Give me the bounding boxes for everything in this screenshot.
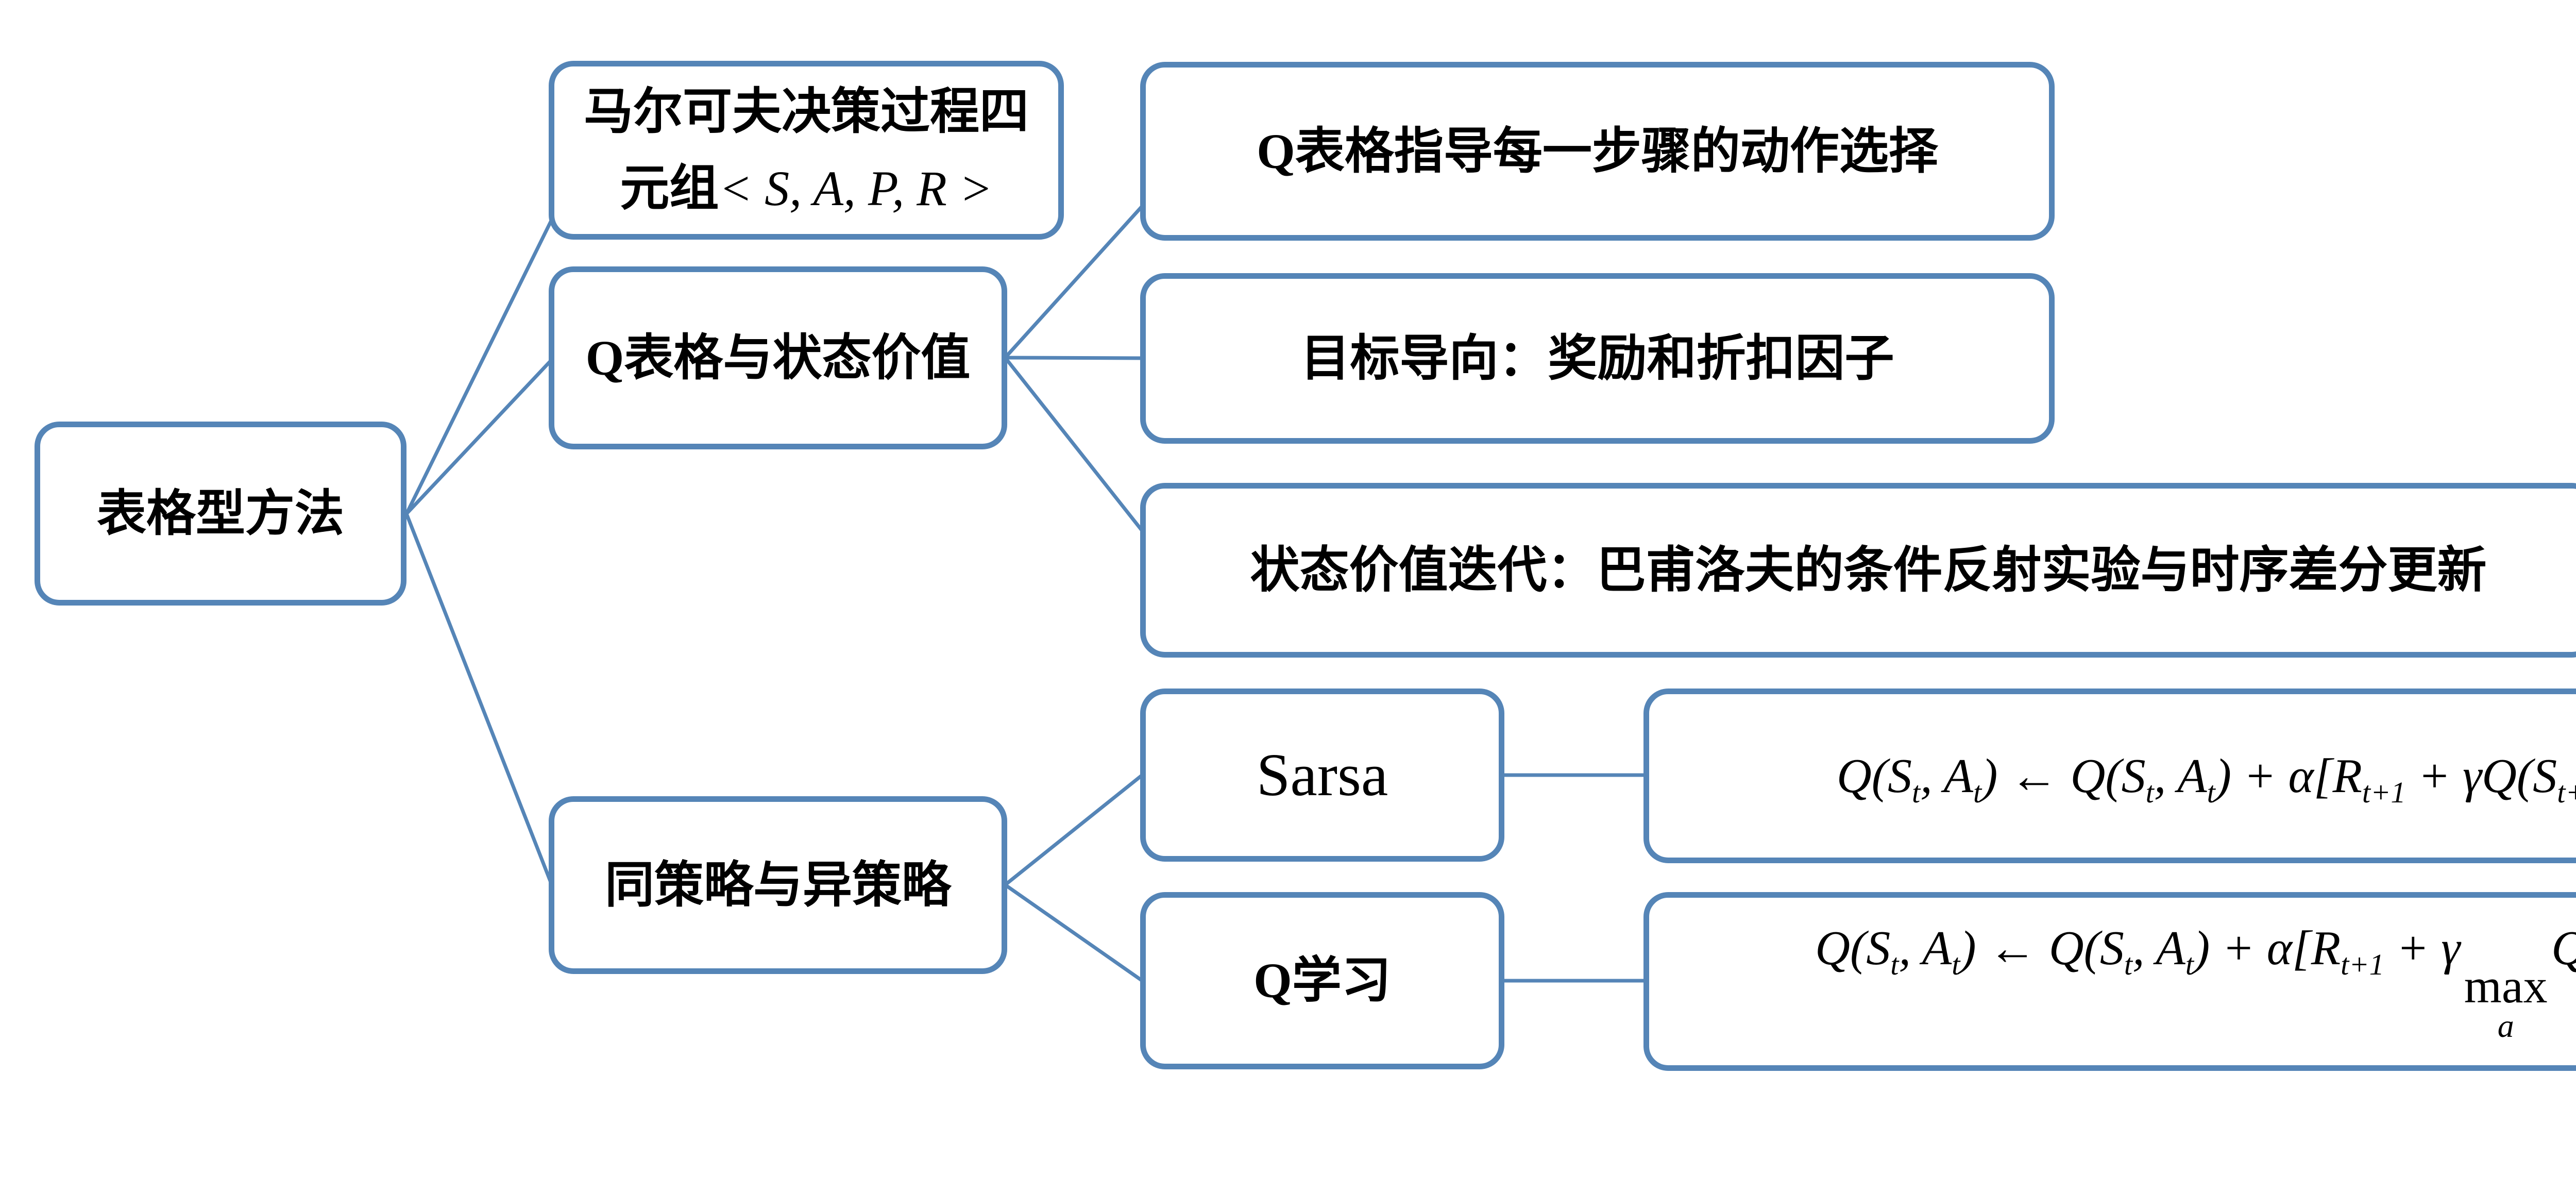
formula-pre: Q(St, At) ← Q(St, At) + α[Rt+1 + γ bbox=[1815, 921, 2461, 982]
node-label-line2: 元组< S, A, P, R > bbox=[620, 150, 992, 227]
node-tabular-methods[interactable]: 表格型方法 bbox=[35, 422, 406, 606]
q-learning-formula-text: Q(St, At) ← Q(St, At) + α[Rt+1 + γmaxaQ(… bbox=[1815, 920, 2576, 1043]
node-sarsa-update-formula[interactable]: Q(St, At) ← Q(St, At) + α[Rt+1 + γQ(St+1… bbox=[1643, 689, 2576, 863]
sarsa-formula-text: Q(St, At) ← Q(St, At) + α[Rt+1 + γQ(St+1… bbox=[1836, 749, 2576, 809]
node-label: 状态价值迭代：巴甫洛夫的条件反射实验与时序差分更新 bbox=[1250, 542, 2487, 598]
max-subscript: a bbox=[2497, 1007, 2514, 1044]
max-word: max bbox=[2464, 959, 2548, 1013]
formula-post: Q(St+1, a) − Q(St, At)] bbox=[2551, 921, 2576, 975]
node-label: 表格型方法 bbox=[97, 485, 344, 541]
node-state-value-iteration[interactable]: 状态价值迭代：巴甫洛夫的条件反射实验与时序差分更新 bbox=[1140, 483, 2576, 658]
node-label: Q学习 bbox=[1253, 953, 1391, 1009]
node-label-line1: 马尔可夫决策过程四 bbox=[584, 83, 1029, 139]
connector-qtable-qguide bbox=[1003, 204, 1144, 360]
node-q-learning-update-formula[interactable]: Q(St, At) ← Q(St, At) + α[Rt+1 + γmaxaQ(… bbox=[1643, 892, 2576, 1071]
node-label: Q表格指导每一步骤的动作选择 bbox=[1257, 123, 1938, 179]
connector-policy-sarsa bbox=[1003, 773, 1144, 887]
connector-root-policy bbox=[404, 512, 553, 884]
node-on-policy-off-policy[interactable]: 同策略与异策略 bbox=[549, 796, 1007, 974]
node-qtable-guides-actions[interactable]: Q表格指导每一步骤的动作选择 bbox=[1140, 62, 2055, 241]
node-q-learning[interactable]: Q学习 bbox=[1140, 892, 1504, 1069]
connector-root-mdp bbox=[404, 220, 553, 516]
node-sarsa[interactable]: Sarsa bbox=[1140, 689, 1504, 862]
node-label: Q表格与状态价值 bbox=[585, 330, 971, 385]
node-label: 目标导向：奖励和折扣因子 bbox=[1300, 330, 1894, 386]
node-label: Sarsa bbox=[1256, 741, 1388, 809]
connector-root-qtable bbox=[404, 359, 553, 516]
node-mdp-tuple[interactable]: 马尔可夫决策过程四 元组< S, A, P, R > bbox=[549, 61, 1064, 240]
node-label: 同策略与异策略 bbox=[605, 857, 951, 913]
connector-qtable-valueiter bbox=[1003, 356, 1144, 533]
node-qtable-state-value[interactable]: Q表格与状态价值 bbox=[549, 266, 1007, 449]
tuple-math: < S, A, P, R > bbox=[719, 160, 993, 216]
node-goal-oriented[interactable]: 目标导向：奖励和折扣因子 bbox=[1140, 273, 2055, 444]
connector-policy-qlearn bbox=[1003, 883, 1144, 983]
label-prefix: 元组 bbox=[620, 160, 719, 216]
